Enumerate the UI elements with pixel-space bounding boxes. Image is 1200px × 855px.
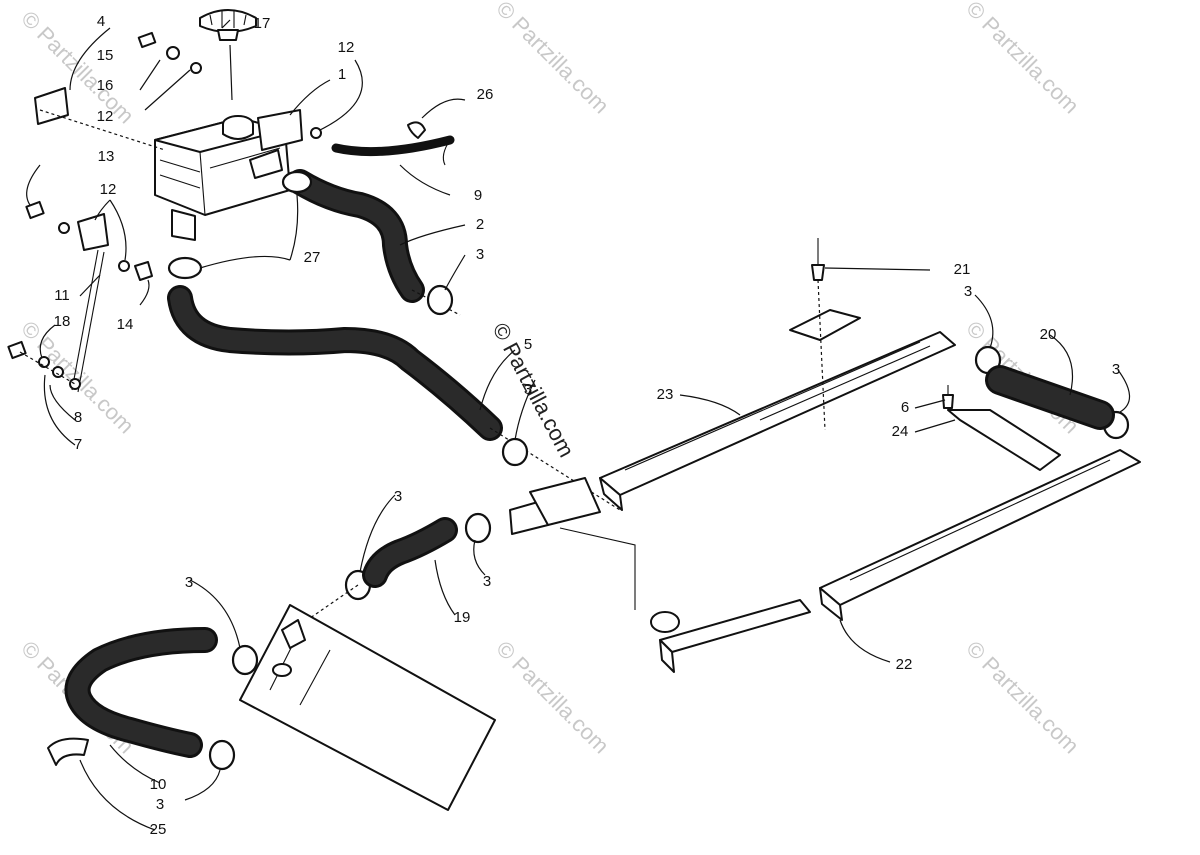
heat-exchanger-rear-piece [650, 599, 811, 673]
clamp-3-e [231, 644, 259, 676]
callout-2: 2 [476, 216, 484, 233]
rivets [789, 238, 954, 431]
clamp-3-b [501, 437, 529, 467]
callout-20: 20 [1040, 326, 1057, 343]
watermark-tr: © Partzilla.com [961, 0, 1084, 118]
callout-25: 25 [150, 821, 167, 838]
callout-3-bottom: 3 [156, 796, 164, 813]
callout-8: 8 [74, 409, 82, 426]
callout-13: 13 [98, 148, 115, 165]
callout-5: 5 [524, 336, 532, 353]
lower-hose [64, 627, 218, 758]
leader-lines [26, 19, 1131, 831]
callout-24: 24 [892, 423, 909, 440]
watermark-center: © Partzilla.com [488, 319, 580, 462]
callout-27: 27 [304, 249, 321, 266]
callout-3-mid-b: 3 [483, 573, 491, 590]
watermark-br: © Partzilla.com [961, 636, 1084, 759]
callout-6: 6 [901, 399, 909, 416]
callout-9: 9 [474, 187, 482, 204]
callout-19: 19 [454, 609, 471, 626]
watermark-tm: © Partzilla.com [491, 0, 614, 118]
clamp-3-c [464, 512, 492, 544]
mounting-bracket [947, 409, 1061, 471]
watermark-tl: © Partzilla.com [16, 6, 139, 129]
callout-22: 22 [896, 656, 913, 673]
callout-3-right-b: 3 [1112, 361, 1120, 378]
callout-23: 23 [657, 386, 674, 403]
radiator-cap [199, 9, 257, 101]
coolant-reservoir [154, 109, 303, 241]
clamp-27-b [167, 256, 203, 280]
upper-hose [287, 169, 461, 316]
callout-3-upper: 3 [476, 246, 484, 263]
callout-10: 10 [150, 776, 167, 793]
callout-21: 21 [954, 261, 971, 278]
callout-12-left: 12 [100, 181, 117, 198]
callout-3-right-a: 3 [964, 283, 972, 300]
right-hose [985, 365, 1115, 430]
connector-fitting [509, 477, 636, 610]
callout-3-mid: 3 [394, 488, 402, 505]
callout-12-top: 12 [338, 39, 355, 56]
callout-26: 26 [477, 86, 494, 103]
watermark-bm: © Partzilla.com [491, 636, 614, 759]
fastener-group-upper [34, 31, 322, 151]
callout-17: 17 [254, 15, 271, 32]
callout-14: 14 [117, 316, 134, 333]
radiator-panel [239, 604, 496, 811]
clamp-27-a [281, 170, 313, 194]
callout-7: 7 [74, 436, 82, 453]
middle-hose [299, 517, 458, 626]
heat-exchanger-right-rail [819, 449, 1141, 621]
callout-1: 1 [338, 66, 346, 83]
callout-11: 11 [54, 287, 70, 304]
callout-12-mid: 12 [97, 108, 114, 125]
callout-15: 15 [97, 47, 114, 64]
clamp-3-f [208, 739, 236, 771]
callout-3-left: 3 [185, 574, 193, 591]
callout-16: 16 [97, 77, 114, 94]
heat-exchanger-front-rail [599, 331, 956, 511]
callout-labels: 4 17 15 12 1 16 26 12 13 12 9 2 27 3 11 … [54, 13, 1121, 838]
overflow-tube [331, 121, 455, 166]
callout-18: 18 [54, 313, 71, 330]
clamp-3-a [426, 284, 454, 316]
callout-4: 4 [97, 13, 105, 30]
callout-3-center: 3 [524, 381, 532, 398]
hose-clip [47, 737, 89, 766]
